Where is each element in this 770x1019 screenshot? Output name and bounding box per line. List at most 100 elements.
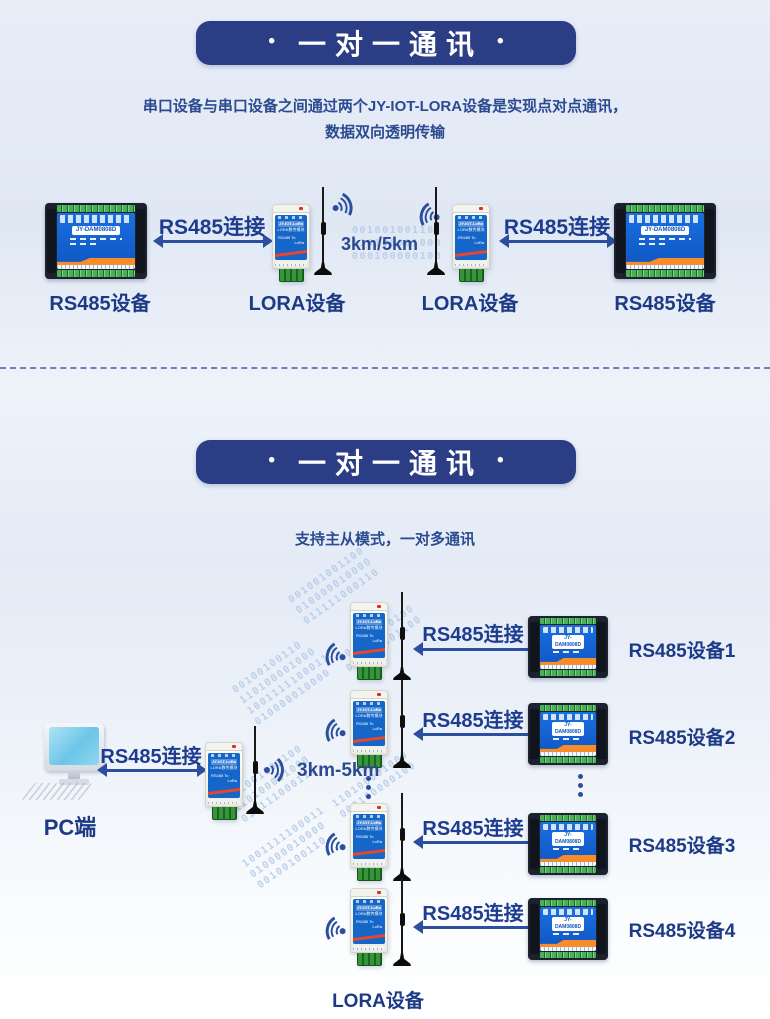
connector-row [543,909,593,915]
lora-io-label: RS485 To [356,721,374,726]
rs485-device-image: JY-DAM0808D [528,898,608,960]
rs485-device-image: JY-DAM0808D [528,813,608,875]
pc-caption: PC端 [43,815,97,840]
led-indicator [377,605,381,608]
left-lora-caption: LORA设备 [248,293,346,315]
lora-device-image: JY-IOT-LoRa LORA数传模块 RS485 To LoRa [350,690,388,768]
plc-face-group: JY-DAM0808D [540,900,596,958]
terminal-strip [540,705,596,711]
module-cap [452,204,490,212]
module-foot [275,261,307,266]
rs485-arrow-left [413,727,528,741]
orange-stripe [540,745,596,752]
antenna-joint [320,222,326,235]
antenna-rod [322,187,324,222]
module-foot [353,860,385,865]
section2-title: 一对一通讯 [297,448,483,479]
row-device-caption: RS485设备2 [628,728,736,749]
led-indicator [232,745,236,748]
module-body: JY-IOT-LoRa LORA数传模块 RS485 To LoRa [452,212,490,269]
wifi-signal-icon [308,822,364,868]
antenna-joint [399,715,405,728]
section1-banner: • 一对一通讯 • [196,21,576,65]
lora-brand-label: JY-IOT-LoRa [356,619,382,625]
row-link-label: RS485连接 [422,818,524,840]
lora-name-label: LORA数传模块 [355,911,383,916]
module-foot [208,799,240,804]
lora-device-image: JY-IOT-LoRa LORA数传模块 RS485 To LoRa [350,602,388,680]
module-foot [353,747,385,752]
antenna [313,187,333,275]
antenna-rod [321,235,325,263]
plc-panel: JY-DAM0808D [57,213,135,269]
led-indicator [479,207,483,210]
lora-io-label: RS485 To [458,235,476,240]
module-panel: JY-IOT-LoRa LORA数传模块 RS485 To LoRa [208,753,240,798]
module-panel: JY-IOT-LoRa LORA数传模块 RS485 To LoRa [353,701,385,746]
bottom-strip [540,862,596,866]
lora-brand-label: JY-IOT-LoRa [458,221,484,227]
rs485-double-arrow [499,234,617,248]
module-panel: JY-IOT-LoRa LORA数传模块 RS485 To LoRa [353,613,385,658]
module-cap [272,204,310,212]
row-link-label: RS485连接 [422,710,524,732]
lora-brand-label: JY-IOT-LoRa [356,820,382,826]
antenna-base [427,262,445,275]
lora-io-label: LoRa [372,638,382,643]
connector-row [543,824,593,830]
red-stripe [353,735,385,744]
orange-stripe [540,940,596,947]
connector-row [60,215,132,223]
antenna-rod [253,774,257,802]
lora-io-label: RS485 To [211,773,229,778]
plc-model-label: JY-DAM0808D [552,917,584,931]
module-body: JY-IOT-LoRa LORA数传模块 RS485 To LoRa [272,212,310,269]
orange-stripe [540,855,596,862]
antenna-joint [399,627,405,640]
right-device-caption: RS485设备 [614,293,716,315]
panel-icons [356,702,382,705]
lora-column-caption: LORA设备 [332,991,424,1012]
row-device-caption: RS485设备3 [628,836,736,857]
panel-icons [458,216,484,219]
plc-text-line [639,238,691,240]
module-cap [350,888,388,896]
lora-io-label: RS485 To [356,919,374,924]
terminal-strip [540,757,596,763]
antenna [392,592,412,680]
plc-text-line [553,738,583,740]
module-body: JY-IOT-LoRa LORA数传模块 RS485 To LoRa [350,698,388,755]
antenna-base [246,801,264,814]
led-indicator [377,806,381,809]
bullet-right: • [497,31,504,52]
lora-name-label: LORA数传模块 [210,765,238,770]
pc-image [21,723,104,800]
vertical-ellipsis [366,772,371,803]
plc-panel: JY-DAM0808D [540,712,596,756]
antenna-joint [433,222,439,235]
plc-panel: JY-DAM0808D [626,213,704,269]
lora-io-label: RS485 To [278,235,296,240]
lora-io-label: LoRa [372,839,382,844]
rs485-double-arrow [97,763,207,777]
wifi-signal-icon [262,752,298,788]
bullet-right: • [497,450,504,471]
terminal-strip [626,270,704,277]
wifi-signal-icon [308,708,364,754]
plc-text-line [70,238,122,240]
led-indicator [377,891,381,894]
antenna-base [393,953,411,966]
section2-subtitle: 支持主从模式，一对多通讯 [294,531,475,548]
lora-name-label: LORA数传模块 [355,826,383,831]
rs485-device-image: JY-DAM0808D [528,703,608,765]
section1-description-line2: 数据双向透明传输 [324,124,445,141]
plc-model-label: JY-DAM0808D [552,635,584,649]
terminal-strip [540,900,596,906]
rs485-arrow-left [413,920,528,934]
panel-icons [278,216,304,219]
panel-icons [356,614,382,617]
binary-line: 110100001000 [352,238,443,249]
lora-io-label: LoRa [227,778,237,783]
plc-text-line [553,651,583,653]
vertical-ellipsis [578,770,583,801]
